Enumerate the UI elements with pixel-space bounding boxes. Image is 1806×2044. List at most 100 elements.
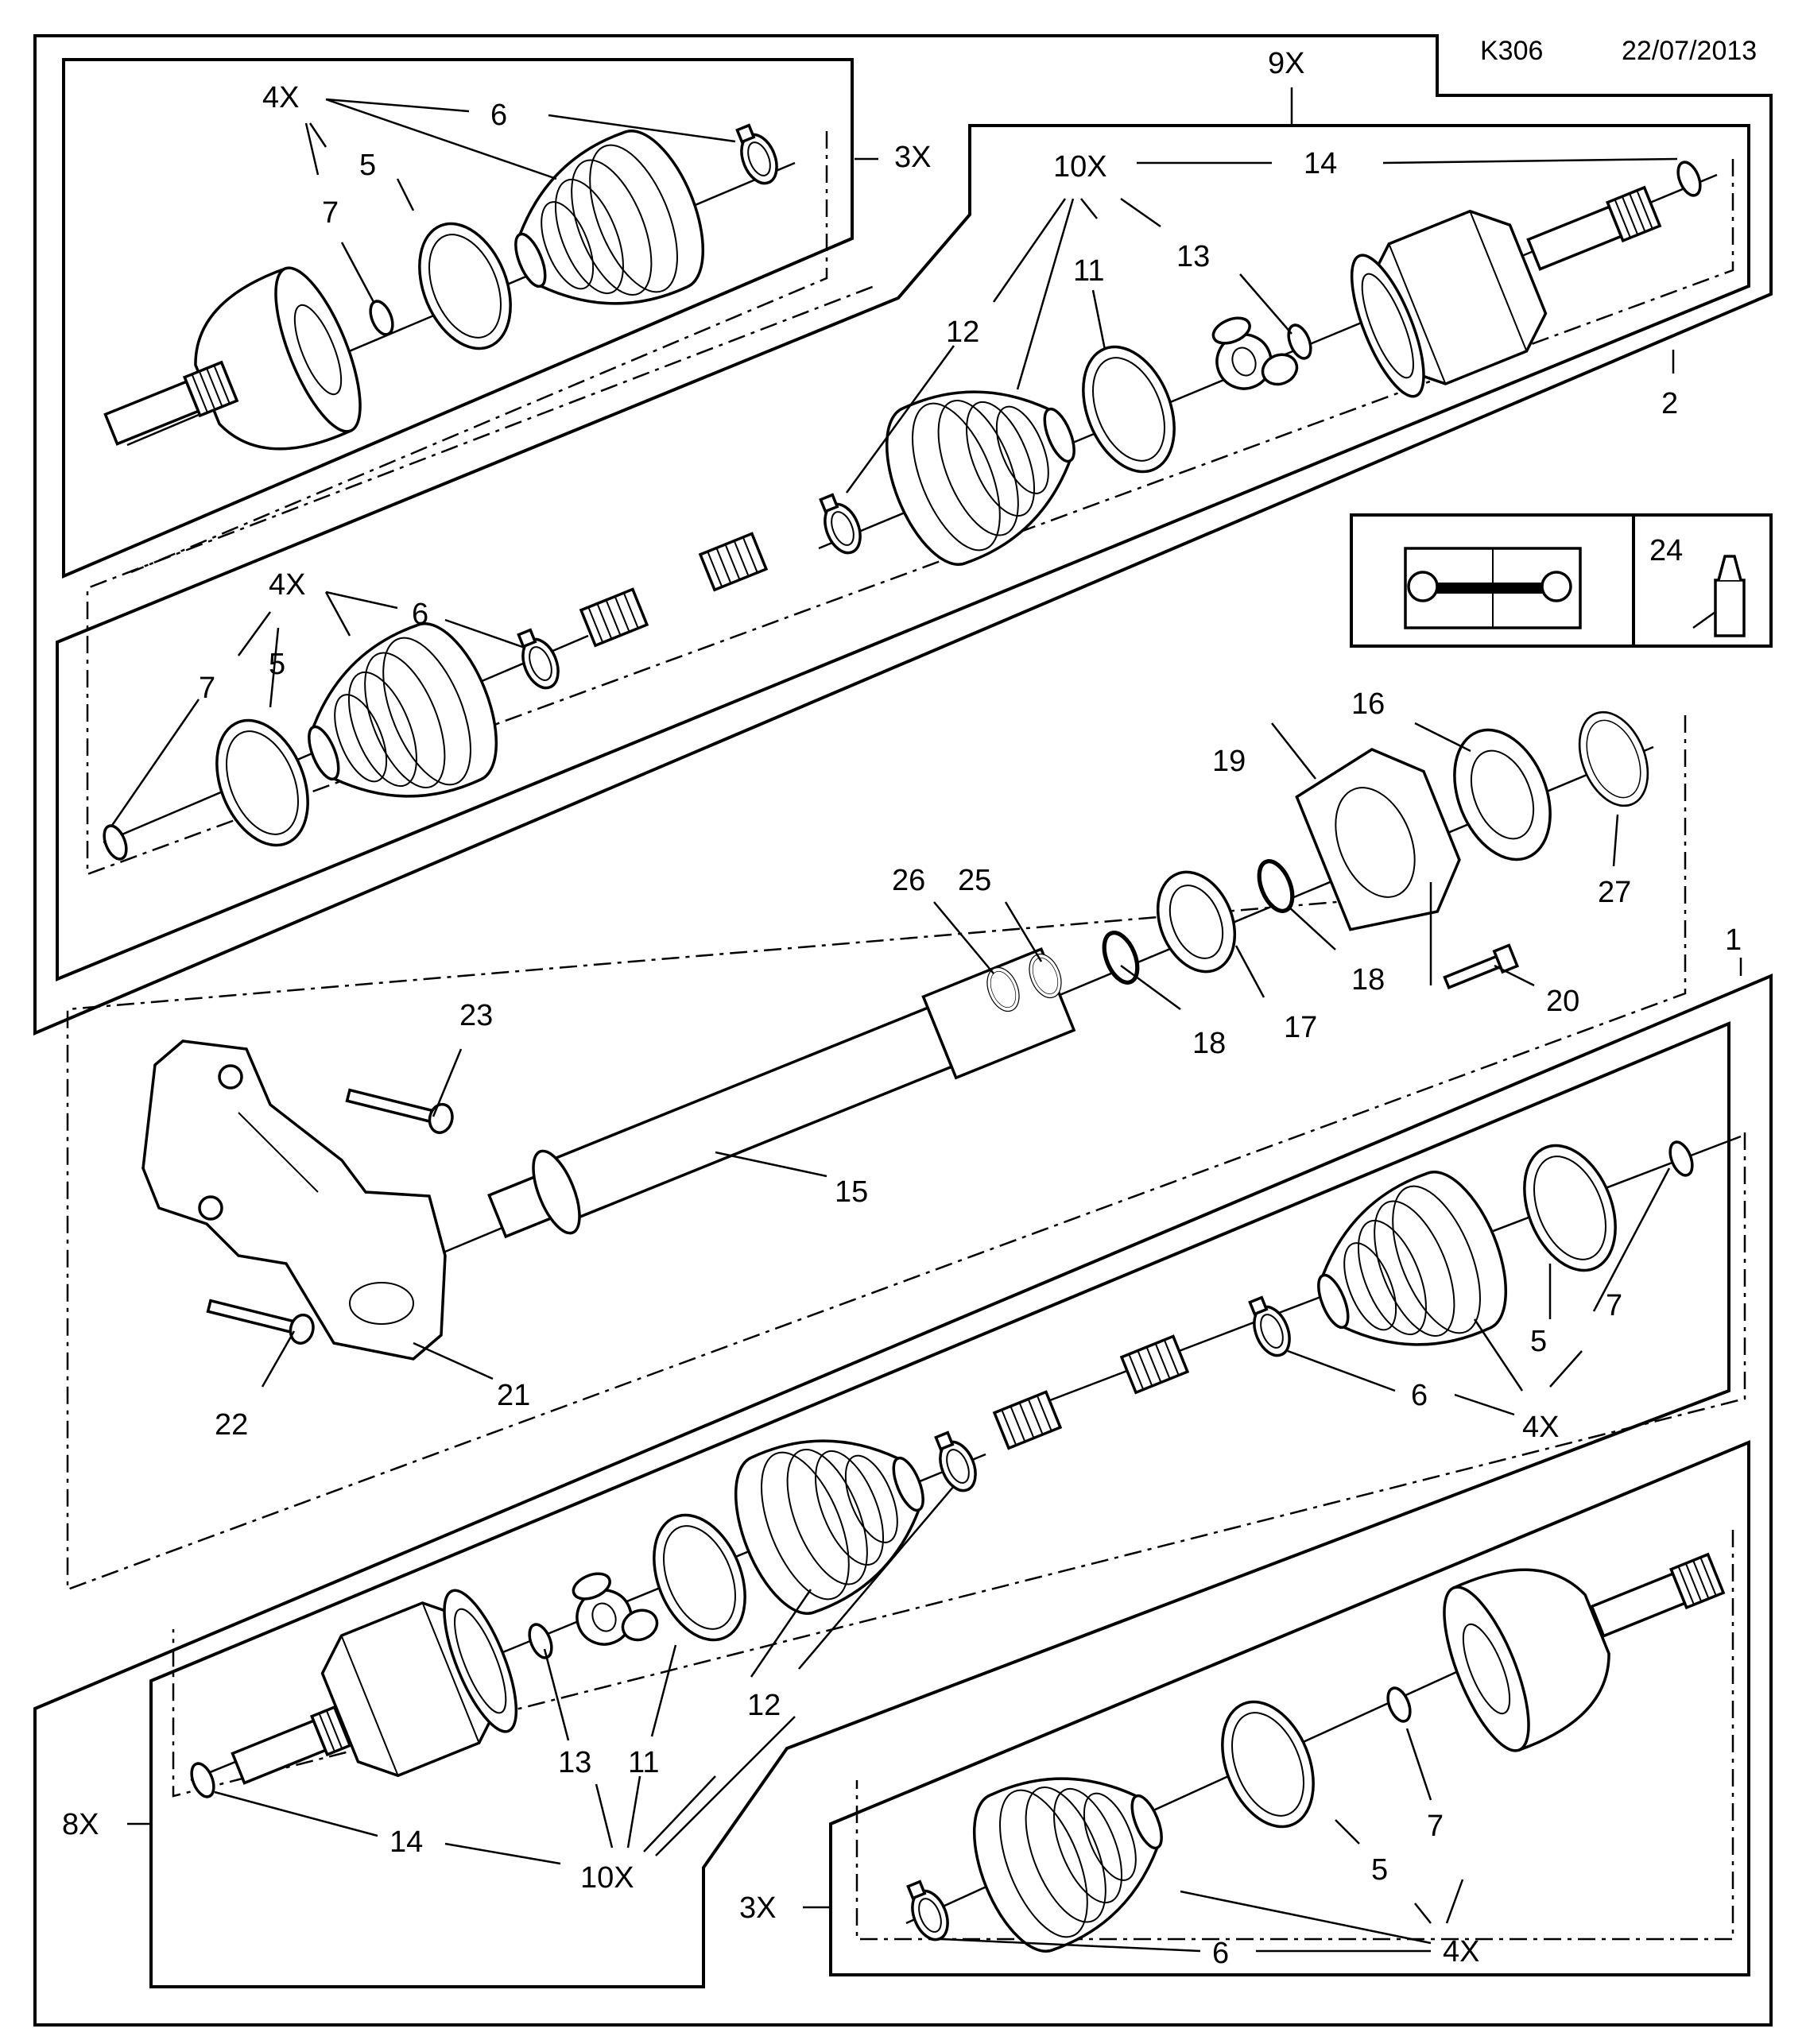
clamp-band-large-top-left [401, 208, 529, 364]
label-27: 27 [1598, 876, 1631, 909]
boot-bottom-right [953, 1738, 1190, 1966]
outer-cv-joint-top [172, 256, 379, 478]
circlip-mid-right [1664, 1137, 1699, 1180]
label-top-right-10x: 10X [1053, 150, 1107, 184]
tripod-housing-top [1335, 197, 1558, 407]
circlip-14-top [1672, 157, 1707, 200]
outer-cv-joint-bottom [1425, 1541, 1632, 1763]
grease-bottle-icon [1692, 555, 1746, 637]
label-15: 15 [835, 1175, 868, 1209]
label-bottom-left-13: 13 [558, 1746, 591, 1779]
label-bottom-left-11: 11 [628, 1746, 659, 1779]
label-mid-left-7: 7 [199, 672, 215, 705]
circlip-14-bottom [185, 1759, 220, 1802]
clamp-band-large-mid-left [198, 705, 327, 861]
diagram-code: K306 [1480, 36, 1543, 66]
frame-outer-joint-top [62, 58, 854, 579]
label-bottom-right-4x: 4X [1443, 1935, 1479, 1969]
shaft-spline-mid-a [1120, 1334, 1189, 1395]
bolt-23 [345, 1088, 454, 1134]
label-bottom-right-5: 5 [1371, 1853, 1388, 1887]
dashed-group-top-right [86, 159, 1734, 876]
clamp-band-small-bottom-left [928, 1426, 984, 1497]
label-17: 17 [1284, 1011, 1317, 1044]
label-top-right-14: 14 [1304, 147, 1337, 180]
tripod-spider-bottom [560, 1556, 663, 1662]
shaft-spline-mid-b [993, 1390, 1062, 1450]
boot-top-right [866, 351, 1103, 579]
label-18-upper: 18 [1351, 963, 1385, 997]
outer-stub-shaft-top [102, 361, 238, 450]
label-top-left-4x: 4X [262, 81, 299, 114]
bearing-bracket-19 [1295, 748, 1461, 931]
diagram-date: 22/07/2013 [1622, 36, 1757, 66]
clamp-band-small-bottom-right [901, 1875, 956, 1946]
label-mid-left-4x: 4X [269, 568, 305, 602]
frame-assembly-8x [149, 1021, 1730, 1988]
label-top-left-7: 7 [322, 196, 339, 230]
label-1: 1 [1725, 923, 1742, 957]
label-mid-right-7: 7 [1606, 1289, 1622, 1322]
clamp-band-large-top-right [1064, 331, 1193, 487]
bolt-22 [206, 1299, 315, 1345]
label-23: 23 [459, 999, 493, 1032]
label-top-left-5: 5 [359, 149, 376, 182]
frame-assembly-9x [33, 34, 1773, 1036]
circlip-13-bottom [523, 1620, 558, 1663]
label-8x: 8X [62, 1808, 99, 1841]
label-3x-bottom: 3X [739, 1891, 776, 1925]
support-bracket-21 [141, 1039, 447, 1361]
circlip-bottom-right [1382, 1683, 1417, 1726]
circlip-top-left [364, 296, 399, 339]
frame-outer-joint-bottom [829, 1440, 1750, 1976]
label-mid-left-6: 6 [412, 598, 428, 631]
circlip-18-upper [1253, 857, 1299, 916]
label-mid-right-5: 5 [1530, 1325, 1547, 1358]
seal-housing-16 [1453, 728, 1552, 861]
label-top-left-6: 6 [490, 99, 507, 132]
clamp-band-large-mid-right [1506, 1130, 1634, 1286]
label-bottom-right-7: 7 [1427, 1810, 1444, 1843]
shaft-spline-top-a [699, 532, 768, 592]
label-3x-top: 3X [894, 141, 931, 174]
dashed-group-bottom-right [855, 1530, 1734, 1941]
boot-mid-left [281, 609, 517, 837]
label-top-right-11: 11 [1073, 254, 1104, 288]
label-18-lower: 18 [1192, 1027, 1226, 1060]
dashed-group-top-left [130, 131, 828, 574]
label-mid-right-4x: 4X [1522, 1411, 1559, 1444]
boot-bottom-left [715, 1400, 951, 1628]
intermediate-shaft [487, 947, 1076, 1239]
tripod-housing-bottom [310, 1580, 533, 1790]
frame-assembly-2 [56, 124, 1750, 981]
label-16: 16 [1351, 687, 1385, 721]
label-19: 19 [1212, 745, 1246, 778]
circlip-mid-left [98, 821, 133, 864]
label-bottom-left-14: 14 [389, 1825, 423, 1859]
label-21: 21 [497, 1379, 530, 1412]
label-bottom-left-12: 12 [747, 1689, 781, 1722]
label-25: 25 [958, 864, 991, 897]
label-bottom-left-10x: 10X [580, 1861, 634, 1895]
shaft-spline-top-b [579, 587, 649, 648]
label-26: 26 [892, 864, 925, 897]
label-mid-left-5: 5 [269, 648, 285, 681]
frame-assembly-1 [33, 973, 1773, 2027]
dashed-group-lower-right [172, 1132, 1746, 1798]
label-24: 24 [1649, 534, 1683, 567]
label-mid-right-6: 6 [1411, 1379, 1428, 1412]
clamp-band-small-mid-left [511, 623, 567, 695]
label-top-right-13: 13 [1176, 240, 1210, 273]
inner-stub-shaft-top [1525, 186, 1661, 275]
label-2: 2 [1661, 387, 1678, 420]
leader-lines [110, 87, 1742, 1953]
label-top-right-12: 12 [946, 316, 979, 349]
label-20: 20 [1546, 985, 1579, 1018]
repair-manual-wrench-icon [1404, 547, 1582, 629]
label-22: 22 [215, 1408, 248, 1442]
dashed-group-middle [66, 715, 1687, 1591]
label-bottom-right-6: 6 [1212, 1937, 1229, 1970]
bolt-20 [1443, 943, 1520, 989]
clamp-band-small-top-left [730, 118, 785, 190]
